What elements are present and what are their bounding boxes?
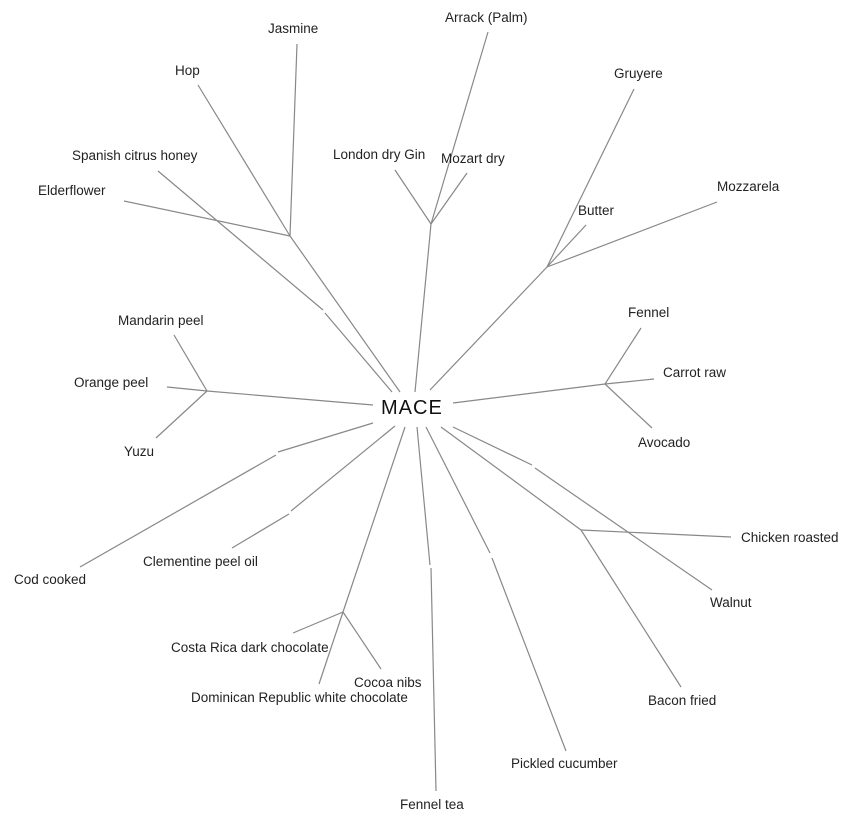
leaf-label: Arrack (Palm) (445, 10, 528, 25)
tree-edge (231, 513, 290, 549)
tree-edge (206, 390, 374, 406)
tree-edge (173, 334, 208, 392)
root-node-label: MACE (381, 397, 443, 419)
leaf-label: Carrot raw (663, 365, 727, 380)
leaf-label: Spanish citrus honey (72, 148, 198, 163)
tree-edge (289, 235, 401, 393)
leaf-label: Hop (175, 63, 200, 78)
tree-edge (290, 425, 396, 512)
leaf-label: Butter (578, 203, 615, 218)
tree-edge (123, 200, 291, 237)
tree-edge (546, 88, 635, 268)
tree-edge (491, 557, 567, 752)
leaf-label: Cocoa nibs (354, 675, 422, 690)
tree-edge (604, 378, 655, 385)
leaf-label: Fennel (628, 305, 670, 320)
tree-edge (292, 611, 344, 634)
tree-edge (416, 426, 431, 566)
tree-edge (546, 201, 718, 268)
tree-edge (425, 426, 491, 554)
tree-edge (414, 223, 432, 393)
tree-edge (342, 426, 406, 613)
leaf-label: Orange peel (74, 375, 149, 390)
tree-edge (534, 467, 713, 591)
tree-edge (604, 327, 642, 385)
tree-edge (166, 386, 208, 392)
leaf-label: Yuzu (124, 444, 155, 459)
tree-edge (79, 454, 277, 568)
leaf-label: Elderflower (38, 183, 106, 198)
tree-edge (440, 426, 582, 531)
leaf-label: Bacon fried (648, 693, 717, 708)
leaf-label: Gruyere (614, 66, 663, 81)
tree-edge (157, 170, 324, 311)
leaf-label: London dry Gin (333, 147, 426, 162)
tree-edge (452, 426, 533, 466)
leaf-label: Cod cooked (14, 572, 87, 587)
tree-edge (580, 529, 732, 538)
tree-edge (318, 611, 344, 685)
leaf-label: Mozzarela (717, 179, 780, 194)
leaf-label: Mozart dry (441, 151, 505, 166)
tree-edge (430, 567, 437, 792)
tree-edge (342, 611, 382, 670)
tree-edge (580, 529, 682, 688)
leaf-label: Mandarin peel (118, 313, 204, 328)
tree-edge (452, 383, 606, 404)
leaf-label: Pickled cucumber (511, 756, 618, 771)
tree-edge (324, 312, 393, 393)
tree-edge (430, 31, 489, 225)
leaf-label: Avocado (638, 435, 691, 450)
tree-edge (429, 266, 548, 391)
tree-edge (277, 422, 374, 453)
tree-edge (604, 383, 653, 429)
tree-edge (430, 172, 468, 225)
leaf-label: Walnut (710, 595, 752, 610)
tree-edge (197, 84, 291, 237)
leaf-label: Dominican Republic white chocolate (191, 690, 408, 705)
leaf-label: Clementine peel oil (143, 554, 258, 569)
tree-edge (394, 169, 432, 225)
leaf-label: Jasmine (268, 21, 319, 36)
leaf-label: Fennel tea (400, 797, 464, 812)
leaf-label: Chicken roasted (741, 530, 839, 545)
tree-edge (546, 224, 587, 268)
tree-edge (289, 43, 298, 237)
leaf-label: Costa Rica dark chocolate (171, 640, 329, 655)
tree-edge (155, 390, 208, 439)
